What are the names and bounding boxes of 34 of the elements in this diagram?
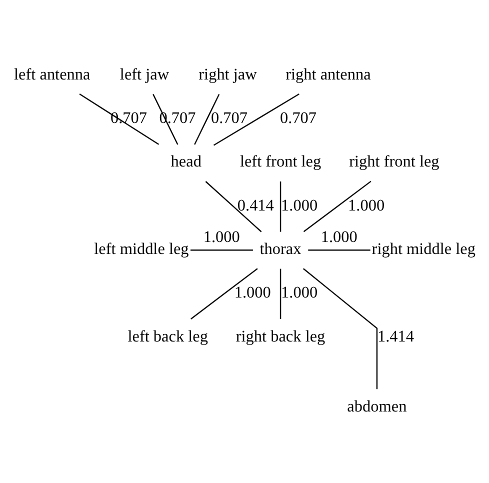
connector — [302, 180, 371, 232]
edge-label: 1.000 — [280, 196, 318, 214]
connector — [194, 94, 220, 145]
connector — [78, 94, 159, 145]
node-text: right back leg — [235, 327, 325, 346]
edge-label: 0.414 — [236, 196, 274, 214]
edge-label: 1.000 — [234, 284, 270, 302]
edge-label: 1.000 — [348, 196, 384, 214]
connector — [212, 94, 299, 146]
connector — [190, 268, 258, 320]
edge-label: 1.000 — [202, 228, 240, 246]
edge-label: 1.000 — [280, 284, 318, 302]
node-text: left back leg — [127, 327, 208, 346]
edge-label: 0.707 — [280, 109, 316, 128]
node-text: left front leg — [239, 152, 321, 171]
connector — [190, 250, 252, 251]
node-text: right antenna — [285, 65, 370, 84]
node-text: thorax — [259, 240, 301, 258]
edge-label: 0.707 — [210, 109, 248, 128]
node-text: left antenna — [14, 65, 90, 84]
connector — [302, 268, 378, 390]
edge-label: 1.414 — [376, 327, 414, 346]
node-text: right middle leg — [371, 240, 475, 258]
node-text: left middle leg — [94, 240, 188, 258]
node-text: head — [170, 152, 201, 171]
node-text: abdomen — [346, 397, 406, 416]
connector — [204, 181, 262, 232]
node-text: right front leg — [348, 152, 439, 171]
edge-label: 1.000 — [320, 228, 357, 246]
node-text: left jaw — [119, 65, 169, 84]
node-text: right jaw — [198, 65, 256, 84]
connector — [279, 268, 281, 320]
connector — [279, 182, 281, 232]
connector — [308, 250, 370, 251]
